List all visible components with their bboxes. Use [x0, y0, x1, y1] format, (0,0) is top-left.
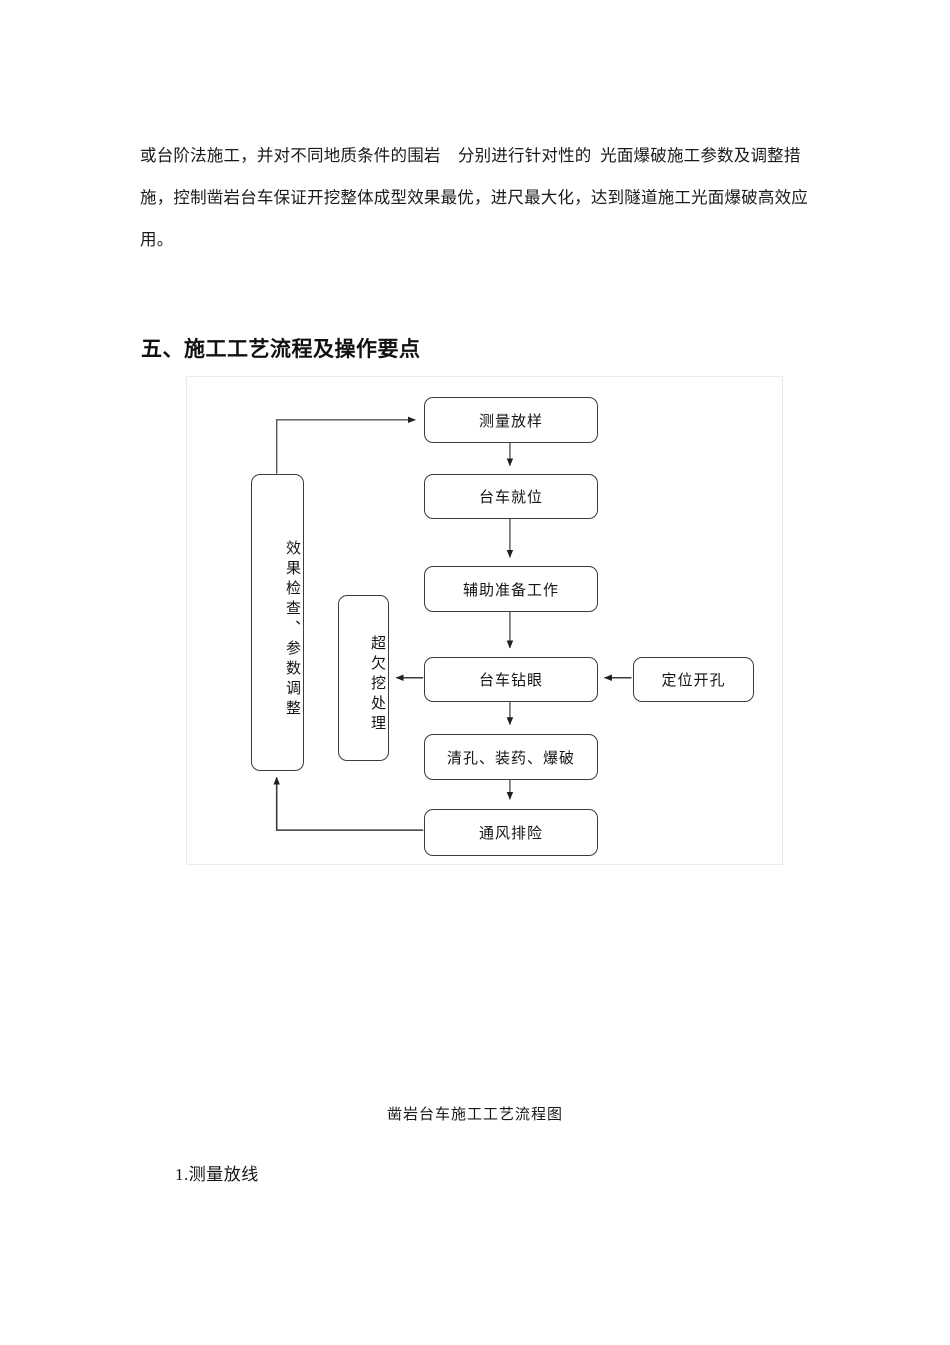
- flowchart-figure: 测量放样 台车就位 辅助准备工作 台车钻眼 清孔、装药、爆破 通风排险 定位开孔…: [186, 376, 783, 865]
- flow-node-ding-wei-kai-kong[interactable]: 定位开孔: [633, 657, 754, 702]
- flowchart-canvas: 测量放样 台车就位 辅助准备工作 台车钻眼 清孔、装药、爆破 通风排险 定位开孔…: [187, 377, 782, 864]
- step-item-1: 1.测量放线: [175, 1165, 259, 1184]
- edge-xiaoguo-to-celiang: [276, 416, 416, 474]
- flow-node-qing-kong-zhuang-yao-bao-po[interactable]: 清孔、装药、爆破: [424, 734, 598, 780]
- figure-caption: 凿岩台车施工工艺流程图: [386, 1107, 563, 1123]
- body-paragraph: 或台阶法施工，并对不同地质条件的围岩 分别进行针对性的 光面爆破施工参数及调整措…: [140, 145, 808, 249]
- flow-node-tai-che-zuan-yan[interactable]: 台车钻眼: [424, 657, 598, 702]
- edge-tongfeng-to-xiaoguo: [273, 776, 424, 831]
- flow-node-tong-feng-pai-xian[interactable]: 通风排险: [424, 809, 598, 856]
- flow-node-xiao-guo-jian-cha-can-shu-tiao-zheng[interactable]: 效果检查、参数调整: [251, 474, 304, 771]
- flow-node-ce-liang-fang-yang[interactable]: 测量放样: [424, 397, 598, 443]
- flow-node-tai-che-jiu-wei[interactable]: 台车就位: [424, 474, 598, 519]
- flow-node-chao-qian-wa-chu-li[interactable]: 超欠挖处理: [338, 595, 389, 761]
- flow-node-fu-zhu-zhun-bei-gong-zuo[interactable]: 辅助准备工作: [424, 566, 598, 612]
- section-heading: 五、施工工艺流程及操作要点: [141, 337, 421, 362]
